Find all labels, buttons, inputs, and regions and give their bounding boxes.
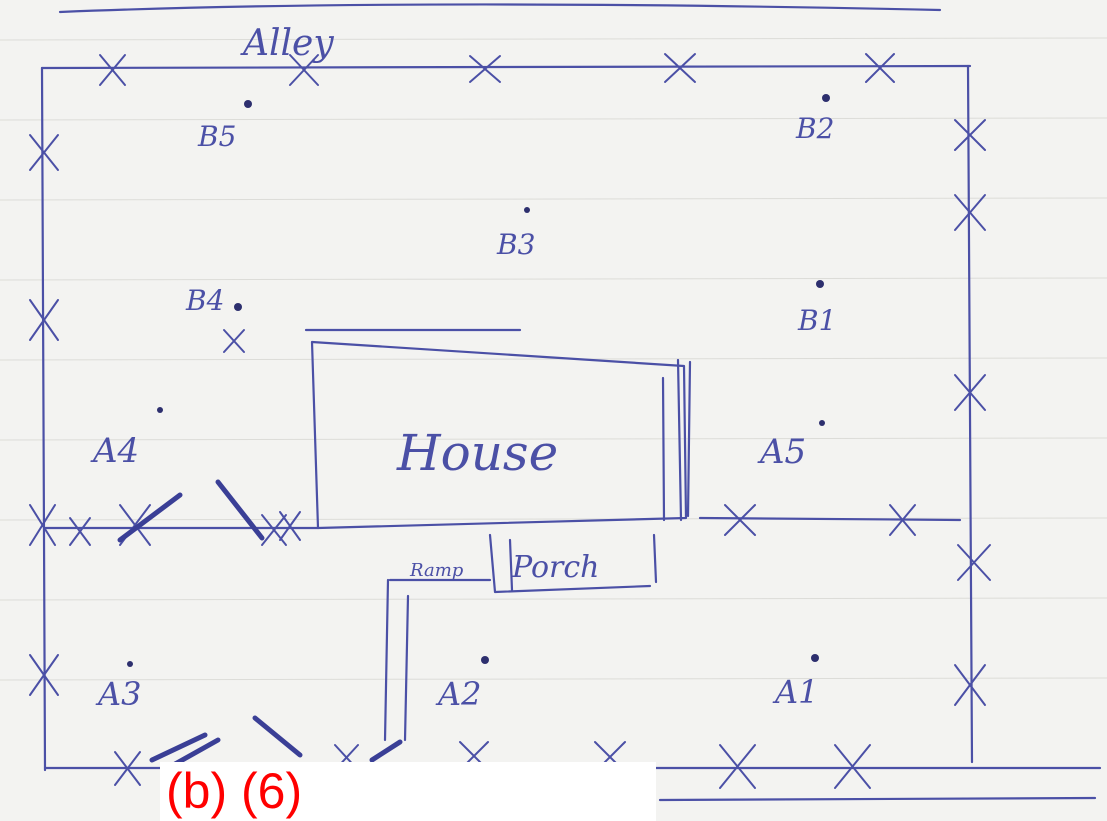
- x-mark: [29, 504, 56, 546]
- walkway-left-1: [383, 578, 390, 742]
- label-a4: A4: [90, 431, 139, 471]
- bottom-street-line: [658, 796, 1097, 802]
- ramp-label: Ramp: [409, 560, 464, 581]
- point-a4: [157, 407, 163, 413]
- gate-strokes: [117, 479, 403, 771]
- point-b5: [244, 100, 252, 108]
- point-a5: [819, 420, 825, 426]
- caption-box: (b) (6): [160, 762, 656, 821]
- x-mark: [834, 744, 871, 789]
- x-mark: [954, 374, 986, 411]
- label-b4: B4: [185, 284, 224, 317]
- x-mark: [99, 54, 126, 86]
- sample-points: [127, 94, 830, 667]
- house-label: House: [396, 424, 558, 482]
- alley-label: Alley: [240, 23, 334, 64]
- x-mark: [889, 504, 916, 536]
- point-a3: [127, 661, 133, 667]
- point-b4: [234, 303, 242, 311]
- property-boundary-right: [966, 64, 974, 764]
- x-mark: [664, 53, 696, 83]
- x-mark: [29, 134, 59, 171]
- point-a2: [481, 656, 489, 664]
- fence-line-right: [698, 516, 962, 522]
- porch-outline: [488, 533, 652, 594]
- x-mark: [279, 511, 301, 541]
- label-b3: B3: [496, 228, 535, 261]
- house-outline: [310, 340, 688, 530]
- x-mark: [289, 54, 319, 86]
- house-right-hatch-3: [686, 360, 692, 518]
- x-mark: [69, 517, 91, 546]
- x-mark: [261, 514, 287, 546]
- top-edge-line: [58, 3, 942, 14]
- caption-label: (b) (6): [166, 763, 303, 819]
- label-a3: A3: [95, 675, 141, 713]
- x-mark: [957, 544, 991, 581]
- x-mark: [29, 299, 59, 341]
- property-boundary-left: [40, 66, 47, 772]
- porch-label: Porch: [511, 550, 600, 585]
- label-a1: A1: [772, 673, 818, 711]
- label-b2: B2: [795, 112, 834, 145]
- x-mark: [469, 55, 501, 83]
- x-mark: [719, 744, 756, 789]
- house-right-hatch-1: [661, 376, 666, 522]
- x-mark: [865, 53, 895, 83]
- x-mark: [954, 664, 986, 706]
- porch-left-line: [508, 538, 514, 592]
- point-b2: [822, 94, 830, 102]
- fence-x-marks: [29, 53, 991, 789]
- point-b3: [524, 207, 530, 213]
- x-mark: [954, 119, 986, 151]
- label-b5: B5: [197, 120, 236, 153]
- point-b1: [816, 280, 824, 288]
- point-a1: [811, 654, 819, 662]
- porch-right-line: [652, 533, 658, 584]
- label-a5: A5: [757, 432, 806, 472]
- x-mark: [954, 194, 986, 231]
- x-mark: [724, 504, 756, 536]
- property-boundary-top: [40, 64, 972, 70]
- x-mark: [114, 751, 141, 786]
- walkway-left-2: [403, 594, 410, 742]
- house-right-hatch-2: [676, 358, 683, 522]
- x-mark: [29, 654, 59, 696]
- label-b1: B1: [797, 304, 836, 337]
- label-a2: A2: [435, 675, 481, 713]
- paper-lines: [0, 37, 1107, 681]
- x-mark: [223, 329, 245, 353]
